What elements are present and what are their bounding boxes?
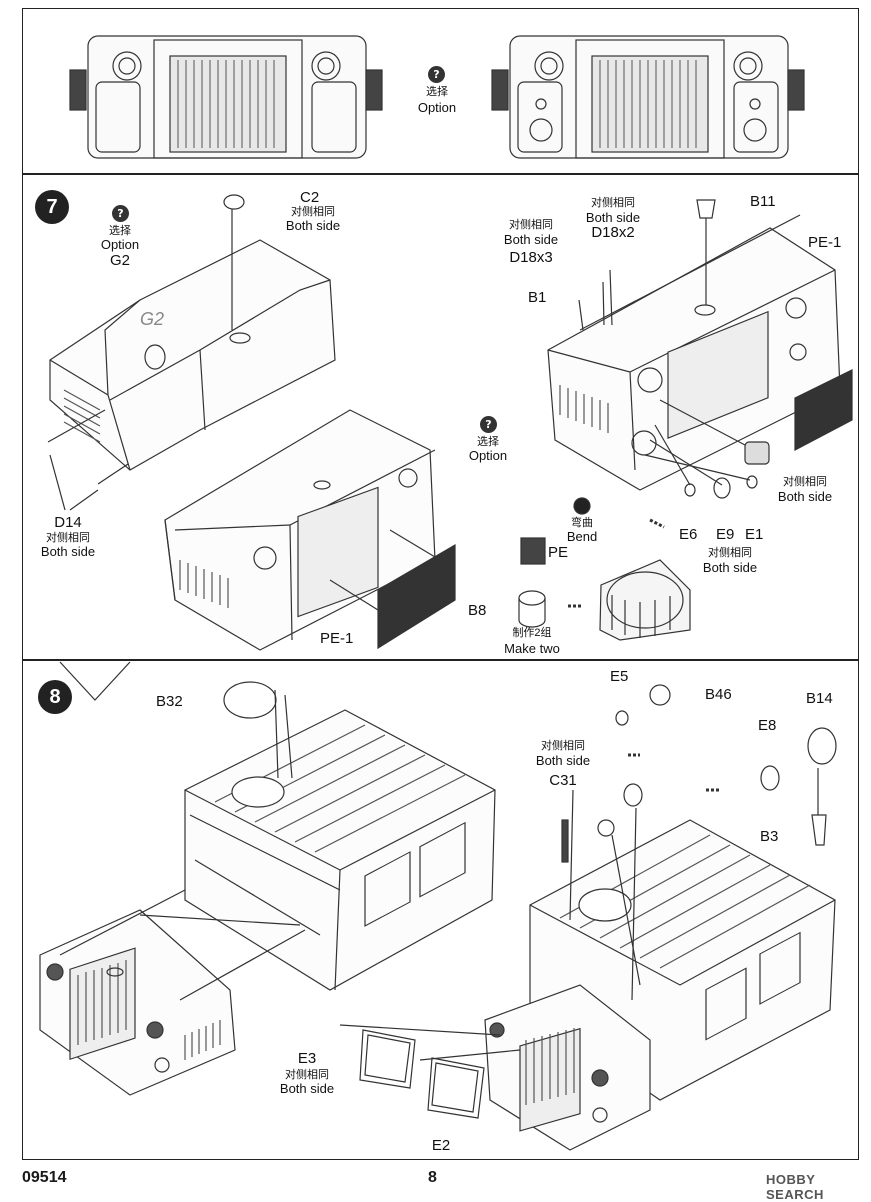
d14-cn: 对侧相同 <box>46 532 90 544</box>
part-b14: B14 <box>806 690 833 707</box>
option-cn-label: 选择 <box>109 225 131 237</box>
front-view-left <box>69 35 383 159</box>
question-icon: ? <box>428 66 445 83</box>
pe-1-mesh-left <box>377 543 456 650</box>
part-d14: D14 <box>54 514 82 531</box>
d18x2-en: Both side <box>585 210 641 225</box>
c2-en: Both side <box>285 218 341 233</box>
bend-cn: 弯曲 <box>571 517 593 529</box>
right-en: Both side <box>777 489 833 504</box>
watermark: HOBBY SEARCH <box>766 1172 824 1202</box>
d18x2-cn: 对侧相同 <box>591 197 635 209</box>
e3-cn: 对侧相同 <box>285 1069 329 1081</box>
hood-assembly-left <box>164 409 436 651</box>
step-number: 7 <box>35 190 69 224</box>
hood-assembly-right <box>547 214 841 491</box>
part-c2: C2 <box>300 189 320 206</box>
front-view-right <box>491 35 805 159</box>
option-cn-label: 选择 <box>477 436 499 448</box>
bend-en: Bend <box>566 529 598 544</box>
part-d18x2: D18x2 <box>591 224 635 241</box>
option-cn-label: 选择 <box>426 86 448 98</box>
e-en: Both side <box>702 560 758 575</box>
part-d18x3: D18x3 <box>509 249 553 266</box>
part-g2: G2 <box>109 252 131 269</box>
part-e3: E3 <box>297 1050 317 1067</box>
d18x3-en: Both side <box>503 232 559 247</box>
option-en-label: Option <box>468 448 508 463</box>
page-number: 8 <box>428 1169 437 1186</box>
part-pe-1: PE-1 <box>808 234 842 251</box>
part-c31: C31 <box>549 772 577 789</box>
g2-mold-text: G2 <box>140 309 164 329</box>
cab-body-left <box>184 709 496 991</box>
part-pe: PE <box>548 544 569 561</box>
part-e9: E9 <box>716 526 735 543</box>
part-e6: E6 <box>679 526 698 543</box>
make-two-en: Make two <box>504 641 560 656</box>
hood-assembly-step8-left <box>39 909 236 1096</box>
e-cn: 对侧相同 <box>708 547 752 559</box>
pe-1-mesh-right <box>794 369 853 451</box>
g2-housing <box>49 239 336 471</box>
c2-cn: 对侧相同 <box>291 206 335 218</box>
part-b46: B46 <box>705 686 732 703</box>
part-e8: E8 <box>758 717 777 734</box>
part-b3: B3 <box>760 828 779 845</box>
part-b8: B8 <box>468 602 487 619</box>
c31-en: Both side <box>535 753 591 768</box>
part-e5: E5 <box>610 668 629 685</box>
question-icon: ? <box>480 416 497 433</box>
question-icon: ? <box>112 205 129 222</box>
option-en-label: Option <box>417 100 457 115</box>
part-pe-1: PE-1 <box>320 630 354 647</box>
part-e2: E2 <box>431 1137 451 1154</box>
part-e1: E1 <box>745 526 764 543</box>
hood-assembly-step8-right <box>484 984 651 1151</box>
product-code: 09514 <box>22 1169 67 1186</box>
step-number: 8 <box>38 680 72 714</box>
part-b1: B1 <box>528 289 547 306</box>
d14-en: Both side <box>40 544 96 559</box>
c31-cn: 对侧相同 <box>541 740 585 752</box>
part-b32: B32 <box>156 693 183 710</box>
option-en-label: Option <box>100 237 140 252</box>
part-b11: B11 <box>750 193 776 210</box>
right-cn: 对侧相同 <box>783 476 827 488</box>
d18x3-cn: 对侧相同 <box>509 219 553 231</box>
e3-en: Both side <box>279 1081 335 1096</box>
make-two-cn: 制作2组 <box>512 627 552 639</box>
